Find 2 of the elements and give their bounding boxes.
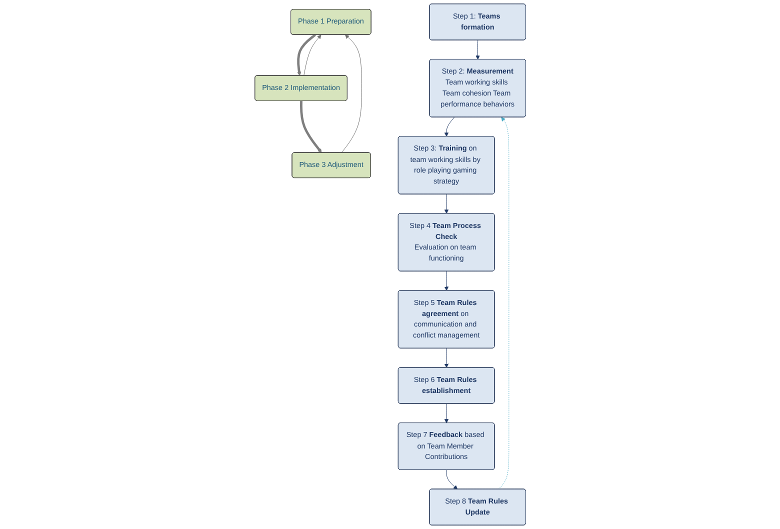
arrow [300, 101, 322, 153]
arrow [296, 34, 316, 76]
